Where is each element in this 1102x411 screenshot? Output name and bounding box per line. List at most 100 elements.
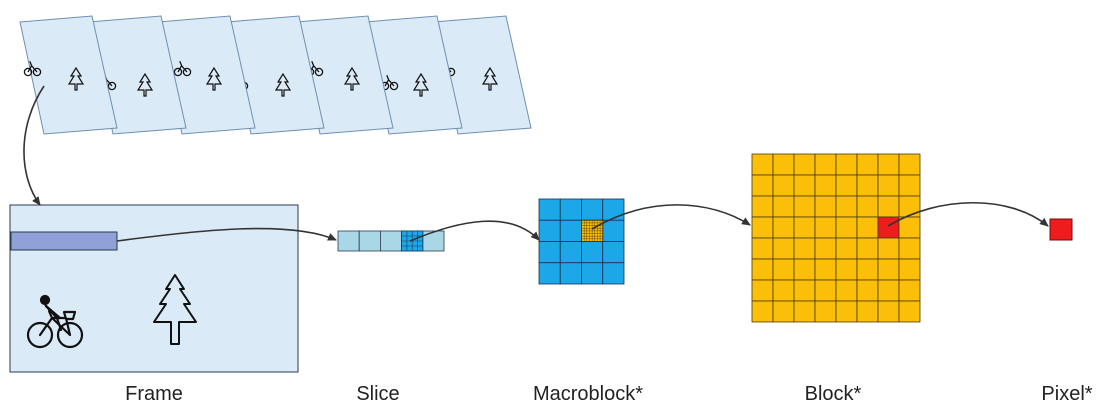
- stacked-frame: [19, 15, 118, 135]
- block-cell: [793, 237, 816, 260]
- tree-icon: [153, 274, 197, 345]
- macroblock-cell: [602, 219, 625, 242]
- macroblock-cell: [602, 198, 625, 221]
- block-cell: [835, 279, 858, 302]
- block-cell: [877, 237, 900, 260]
- block-cell: [898, 237, 921, 260]
- block-cell: [898, 195, 921, 218]
- block-cell: [793, 153, 816, 176]
- macroblock-cell: [538, 262, 561, 285]
- bicycle-icon: [23, 60, 42, 77]
- block-cell: [751, 216, 774, 239]
- macroblock-label: Macroblock*: [532, 383, 644, 405]
- slice-highlight-bar: [10, 231, 118, 251]
- block-cell: [835, 258, 858, 281]
- macroblock-cell: [559, 241, 582, 264]
- block-cell: [814, 216, 837, 239]
- block-cell: [772, 216, 795, 239]
- block-cell: [772, 300, 795, 323]
- block-cell: [751, 300, 774, 323]
- block-cell: [772, 174, 795, 197]
- block-cell: [814, 174, 837, 197]
- block-cell: [793, 174, 816, 197]
- tree-icon: [67, 66, 85, 91]
- arrow-frame-to-slice: [116, 227, 337, 242]
- block-cell: [835, 216, 858, 239]
- frame-label: Frame: [125, 383, 183, 405]
- pixel-label: Pixel*: [1041, 383, 1093, 405]
- block-label: Block*: [804, 383, 862, 405]
- block-cell: [856, 216, 879, 239]
- block-cell: [772, 195, 795, 218]
- block-cell: [814, 195, 837, 218]
- block-pixel-highlight: [877, 216, 900, 239]
- block-cell: [898, 279, 921, 302]
- slice-cell: [379, 230, 402, 252]
- block-cell: [751, 258, 774, 281]
- bicycle-rider-icon: [26, 294, 84, 349]
- slice-cell: [358, 230, 381, 252]
- block-cell: [877, 174, 900, 197]
- block-cell: [877, 153, 900, 176]
- block-cell: [877, 258, 900, 281]
- block-cell: [772, 279, 795, 302]
- block-cell: [751, 279, 774, 302]
- block-cell: [751, 174, 774, 197]
- block-cell: [898, 153, 921, 176]
- block-cell: [793, 195, 816, 218]
- slice-strip: [337, 230, 445, 252]
- block-cell: [835, 300, 858, 323]
- block-cell: [856, 195, 879, 218]
- block-cell: [856, 279, 879, 302]
- macroblock-cell: [559, 219, 582, 242]
- block-cell: [772, 258, 795, 281]
- block-cell: [772, 153, 795, 176]
- block-cell: [898, 300, 921, 323]
- macroblock-cell: [581, 198, 604, 221]
- block-grid: [751, 153, 921, 323]
- macroblock-cell: [602, 241, 625, 264]
- macroblock-cell: [559, 198, 582, 221]
- frame-sequence-stack: [19, 15, 532, 135]
- macroblock-cell: [538, 219, 561, 242]
- block-cell: [856, 174, 879, 197]
- block-cell: [793, 216, 816, 239]
- block-cell: [814, 237, 837, 260]
- arrow-macroblock-to-block: [591, 204, 751, 230]
- block-cell: [835, 237, 858, 260]
- block-cell: [772, 237, 795, 260]
- block-cell: [856, 153, 879, 176]
- block-cell: [877, 279, 900, 302]
- block-cell: [751, 195, 774, 218]
- frame-box: [9, 204, 299, 373]
- block-cell: [814, 279, 837, 302]
- macroblock-grid: [538, 198, 625, 285]
- macroblock-cell: [602, 262, 625, 285]
- block-cell: [856, 237, 879, 260]
- block-cell: [835, 195, 858, 218]
- arrow-stack-to-frame: [23, 85, 45, 206]
- block-cell: [814, 258, 837, 281]
- block-cell: [835, 153, 858, 176]
- stacked-frame: [295, 15, 394, 135]
- block-cell: [793, 258, 816, 281]
- slice-label: Slice: [356, 383, 400, 405]
- block-cell: [898, 216, 921, 239]
- tree-icon: [205, 66, 223, 91]
- bicycle-icon: [173, 60, 192, 77]
- block-cell: [814, 153, 837, 176]
- tree-icon: [343, 66, 361, 91]
- block-cell: [877, 195, 900, 218]
- block-cell: [898, 258, 921, 281]
- slice-cell: [337, 230, 360, 252]
- macroblock-cell: [538, 241, 561, 264]
- tree-icon: [412, 72, 430, 97]
- block-cell: [751, 153, 774, 176]
- arrow-slice-to-macroblock: [409, 220, 540, 242]
- tree-icon: [481, 66, 499, 91]
- tree-icon: [136, 72, 154, 97]
- macroblock-cell: [581, 241, 604, 264]
- tree-icon: [274, 72, 292, 97]
- block-cell: [751, 237, 774, 260]
